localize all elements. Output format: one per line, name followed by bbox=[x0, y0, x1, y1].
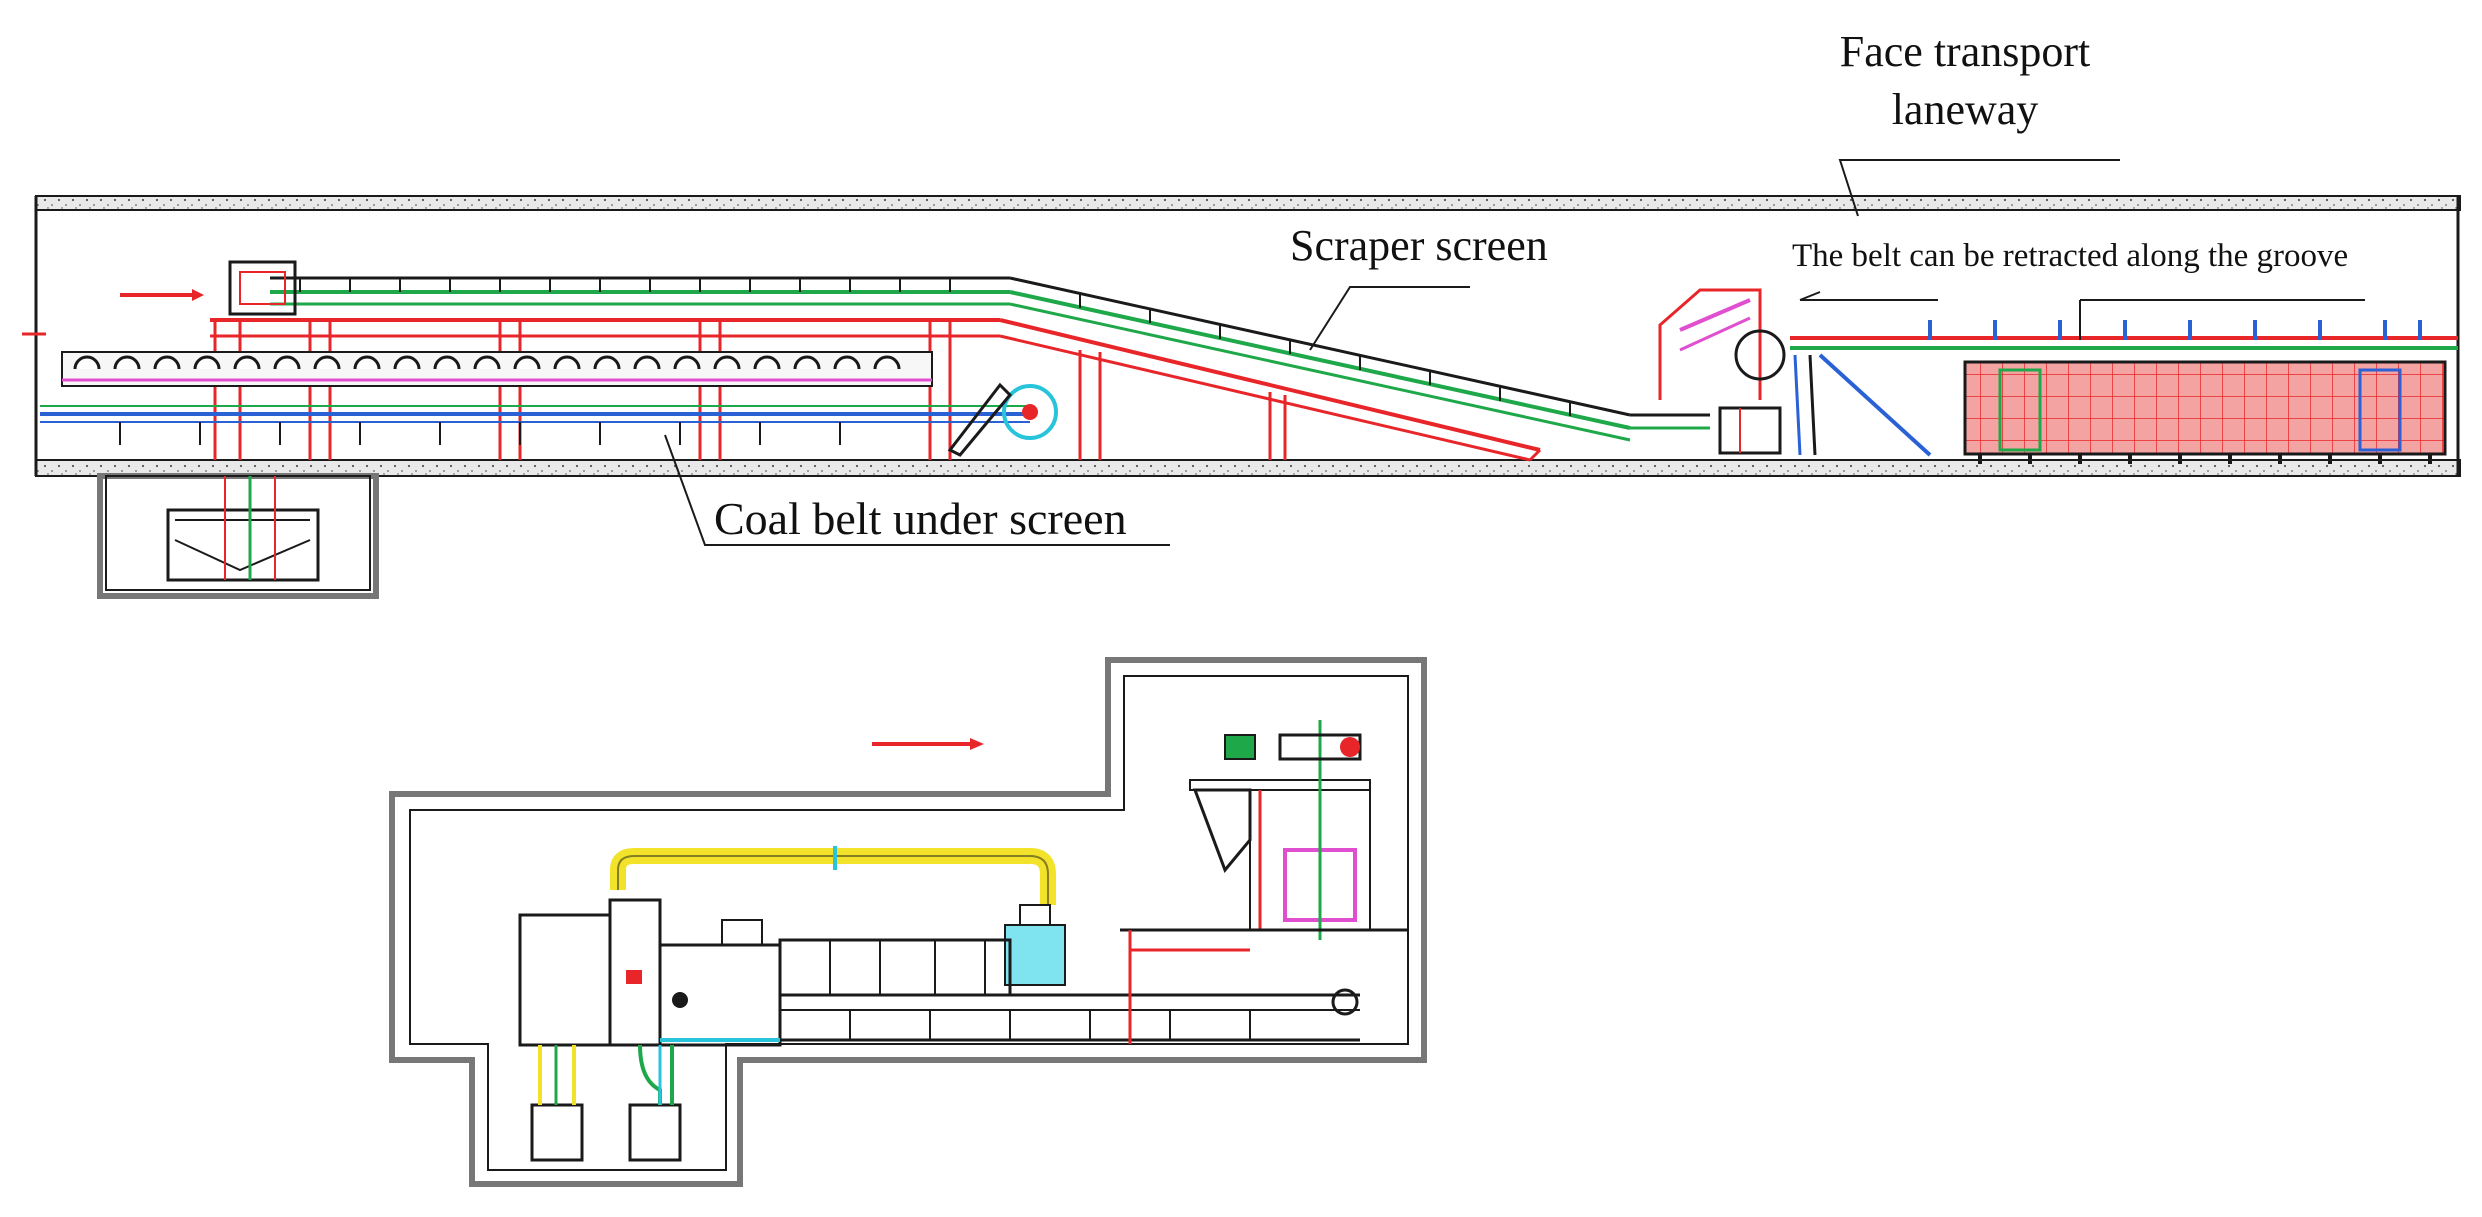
chamber-wall-inner bbox=[409, 675, 1409, 1171]
red-arrow-icon bbox=[872, 738, 984, 750]
face-transport-label-line1: Face transport bbox=[1840, 27, 2090, 76]
scraper-screen-conveyor bbox=[270, 276, 1710, 442]
screen-head-machine bbox=[228, 260, 297, 316]
belt-storage-unit bbox=[1963, 360, 2447, 456]
dust-collector bbox=[1004, 924, 1066, 986]
pit-feeder-machine bbox=[166, 508, 320, 582]
coal-belt-rollers bbox=[61, 351, 933, 387]
scraper-screen-label: Scraper screen bbox=[1290, 221, 1548, 270]
belt-retract-label: The belt can be retracted along the groo… bbox=[1792, 238, 2348, 274]
loading-hopper bbox=[1120, 720, 1408, 1044]
laneway-floor bbox=[35, 459, 2461, 477]
red-arrow-icon bbox=[22, 289, 204, 336]
pulley-icon bbox=[947, 382, 1058, 457]
steel-support-frame bbox=[210, 318, 1542, 462]
pit-feeders bbox=[530, 1044, 682, 1162]
face-transport-label-line2: laneway bbox=[1892, 85, 2039, 134]
coal-belt-line bbox=[40, 405, 1030, 445]
chamber-wall-outer bbox=[389, 657, 1427, 1187]
machine-block-icon bbox=[518, 898, 782, 1047]
coal-belt-label: Coal belt under screen bbox=[714, 493, 1127, 544]
lower-belt-conveyor bbox=[778, 938, 1360, 1042]
transfer-chute bbox=[1658, 288, 1786, 455]
leader-lines bbox=[664, 159, 2365, 546]
lower-chamber bbox=[389, 657, 1427, 1187]
dust-duct bbox=[610, 846, 1056, 905]
left-pit bbox=[97, 473, 379, 599]
pulley-icon bbox=[1331, 988, 1359, 1016]
retractable-belt-conveyor bbox=[1790, 320, 2458, 464]
laneway-roof bbox=[35, 195, 2461, 211]
upper-laneway: Face transport laneway Scraper screen Th… bbox=[22, 27, 2461, 599]
